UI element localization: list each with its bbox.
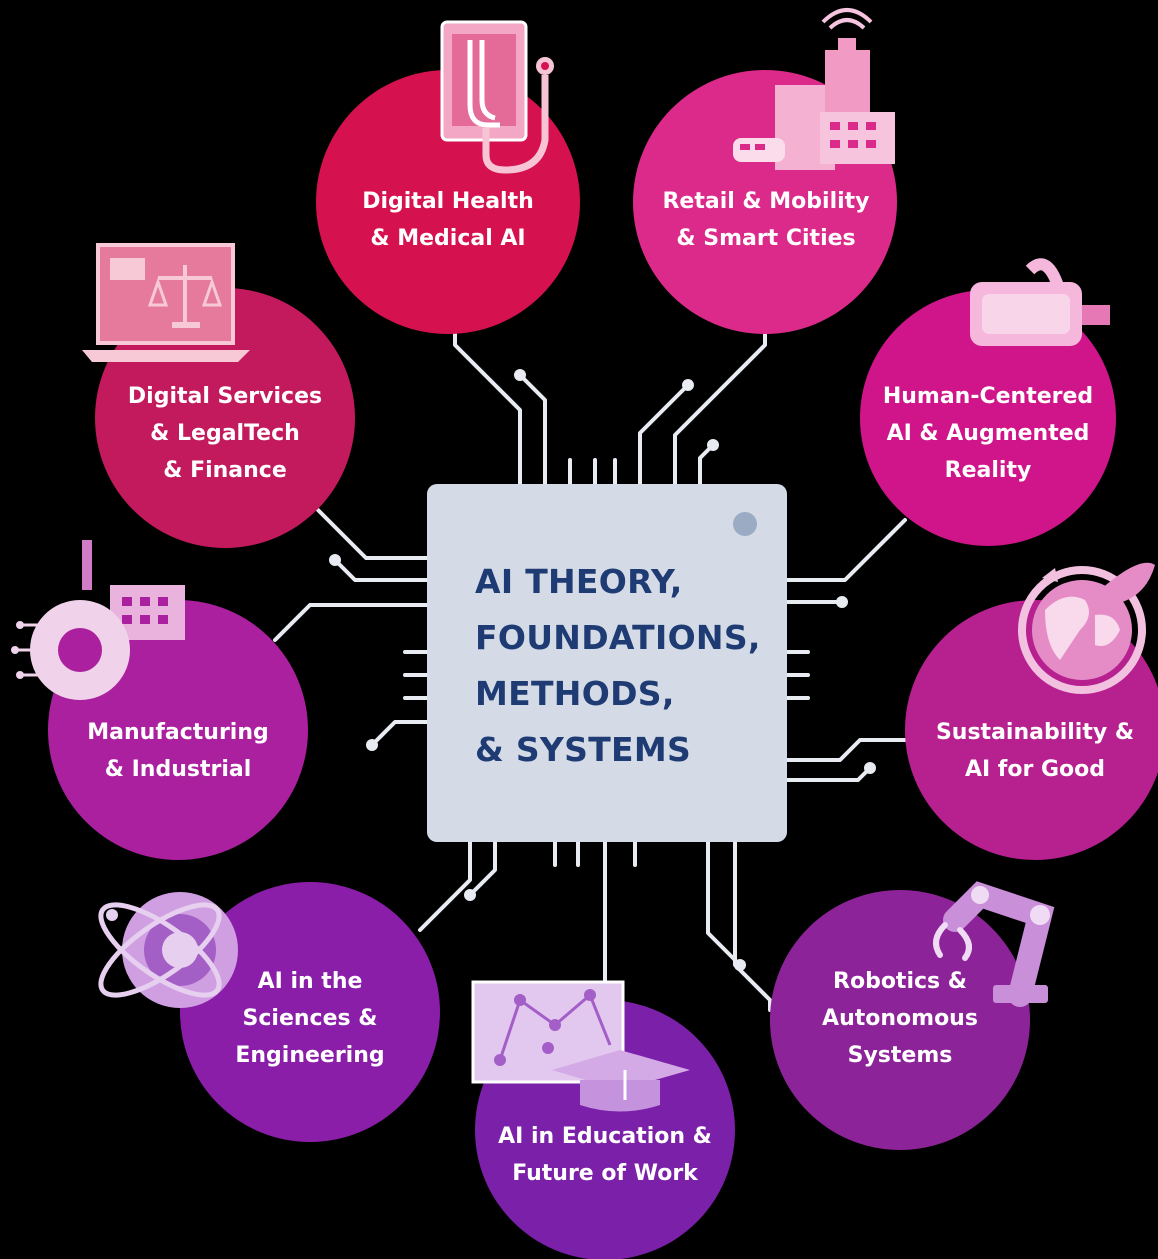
stethoscope-tablet-icon — [440, 20, 554, 174]
center-title-line: AI THEORY, — [475, 562, 683, 601]
label-line: Engineering — [235, 1043, 385, 1068]
label-line: Sciences & — [242, 1006, 378, 1031]
label-education: AI in Education & Future of Work — [475, 1118, 735, 1192]
label-line: Sustainability & — [935, 720, 1135, 745]
label-digital-services: Digital Services & LegalTech & Finance — [95, 378, 355, 489]
label-line: & Smart Cities — [676, 226, 856, 251]
label-line: AI for Good — [964, 757, 1106, 782]
center-title-line: FOUNDATIONS, — [475, 618, 761, 657]
label-line: AI in Education & — [498, 1124, 712, 1149]
laptop-scales-icon — [82, 243, 250, 362]
label-line: Human-Centered — [882, 384, 1094, 409]
label-manufacturing: Manufacturing & Industrial — [48, 714, 308, 788]
label-line: Retail & Mobility — [662, 189, 870, 214]
vr-headset-icon — [970, 258, 1110, 346]
factory-gear-icon — [11, 540, 185, 700]
label-line: Reality — [944, 458, 1032, 483]
label-line: Systems — [847, 1043, 953, 1068]
label-sustainability: Sustainability & AI for Good — [912, 714, 1158, 788]
label-line: & Medical AI — [370, 226, 526, 251]
circle-human-centered — [860, 290, 1116, 546]
label-line: Future of Work — [512, 1161, 698, 1186]
atom-gear-icon — [98, 892, 238, 1008]
label-line: Digital Services — [127, 384, 323, 409]
robot-arm-icon — [933, 881, 1055, 1007]
label-line: & Finance — [163, 458, 287, 483]
circle-sciences — [180, 882, 440, 1142]
label-line: Autonomous — [822, 1006, 978, 1031]
label-line: AI in the — [257, 969, 363, 994]
central-chip: AI THEORY, FOUNDATIONS, METHODS, & SYSTE… — [427, 484, 787, 842]
chip-indicator-dot — [733, 512, 757, 536]
globe-leaf-icon — [1018, 562, 1155, 694]
center-title: AI THEORY, FOUNDATIONS, METHODS, & SYSTE… — [475, 554, 775, 778]
graduation-cap-icon — [471, 980, 690, 1112]
label-human-centered: Human-Centered AI & Augmented Reality — [860, 378, 1116, 489]
label-digital-health: Digital Health & Medical AI — [318, 183, 578, 257]
label-line: Robotics & — [833, 969, 967, 994]
center-title-line: & SYSTEMS — [475, 730, 692, 769]
label-retail-mobility: Retail & Mobility & Smart Cities — [635, 183, 897, 257]
label-line: Digital Health — [362, 189, 534, 214]
center-title-line: METHODS, — [475, 674, 675, 713]
smart-city-icon — [733, 8, 895, 170]
label-sciences: AI in the Sciences & Engineering — [180, 963, 440, 1074]
label-line: AI & Augmented — [886, 421, 1090, 446]
label-robotics: Robotics & Autonomous Systems — [770, 963, 1030, 1074]
label-line: & Industrial — [104, 757, 252, 782]
label-line: Manufacturing — [87, 720, 269, 745]
label-line: & LegalTech — [150, 421, 300, 446]
